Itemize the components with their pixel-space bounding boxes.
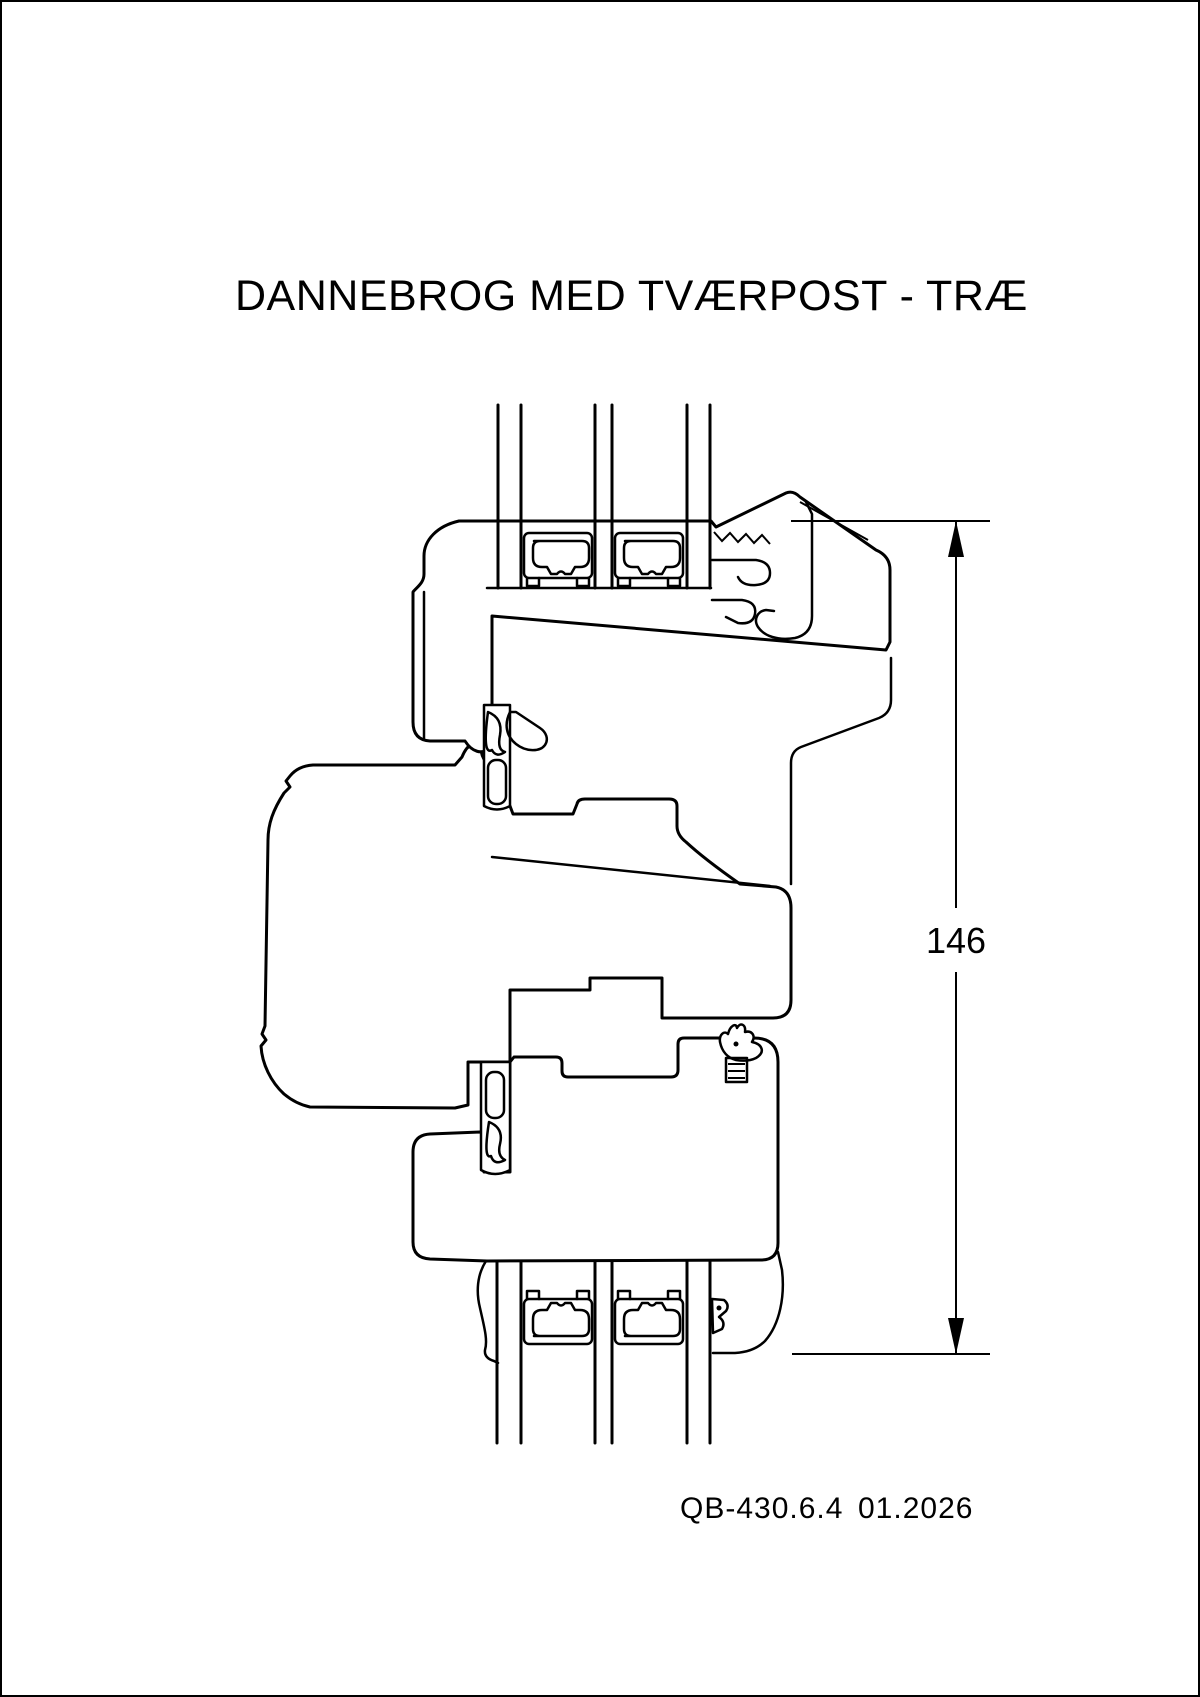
dimension-arrow-down xyxy=(948,1318,964,1354)
rain-profile-outer xyxy=(754,500,814,641)
spacer-feet xyxy=(616,1289,682,1301)
doc-number: QB-430.6.4 xyxy=(680,1492,844,1525)
spacer-inner xyxy=(622,1301,682,1338)
upper-gasket-channel xyxy=(482,703,512,811)
glazing-clip-outline xyxy=(710,1297,729,1335)
glazing-spacer xyxy=(522,531,594,588)
spacer-feet xyxy=(525,576,591,588)
lower-sash-outline xyxy=(411,1036,780,1263)
lower-gasket-leaf xyxy=(485,1120,507,1164)
glazing-spacer xyxy=(522,1289,594,1346)
upper-gasket-bulb xyxy=(486,758,508,806)
t-gasket-head xyxy=(718,1023,764,1062)
upper-gasket-leaf xyxy=(484,710,507,756)
drawing-footer: QB-430.6.4 01.2026 xyxy=(680,1492,972,1526)
lower-gasket xyxy=(479,1060,512,1176)
spacer-inner xyxy=(531,539,591,576)
lower-gasket-bulb xyxy=(484,1070,506,1120)
transom-slope-line xyxy=(490,855,772,888)
lower-glazing xyxy=(495,1259,729,1445)
glazing-spacer xyxy=(613,1289,685,1346)
upper-glazing xyxy=(496,403,712,590)
aluminum-rain-profile xyxy=(710,500,869,641)
upper-gasket xyxy=(482,703,549,811)
glazing-clip-dot xyxy=(716,1305,722,1311)
lower-bead-tail xyxy=(476,1259,500,1365)
doc-date: 01.2026 xyxy=(858,1492,974,1525)
lower-glass-panes xyxy=(495,1259,712,1445)
glazing-clip xyxy=(710,1297,729,1335)
transom xyxy=(259,656,893,1110)
spacer-inner xyxy=(622,539,682,576)
dimension-arrow-up xyxy=(948,521,964,557)
upper-glass-panes xyxy=(496,403,712,590)
t-gasket-dot xyxy=(733,1041,739,1047)
spacer-feet xyxy=(525,1289,591,1301)
dimension-label: 146 xyxy=(926,920,986,961)
glazing-spacer xyxy=(613,531,685,588)
rain-profile-hook-lower xyxy=(710,598,757,625)
lower-frame-edge xyxy=(711,1250,785,1355)
glazing-seal-zigzag xyxy=(713,531,771,545)
dimension: 146 xyxy=(791,520,990,1355)
upper-gasket-flange xyxy=(505,710,549,752)
t-gasket-hatch xyxy=(728,1063,745,1079)
lower-sash xyxy=(411,1036,785,1365)
transom-right-band xyxy=(789,656,893,886)
spacer-feet xyxy=(616,576,682,588)
t-gasket-foot xyxy=(724,1056,749,1084)
page-title: DANNEBROG MED TVÆRPOST - TRÆ xyxy=(235,272,1028,320)
spacer-inner xyxy=(531,1301,591,1338)
t-gasket xyxy=(718,1023,764,1084)
rain-profile-hook-upper xyxy=(710,558,772,587)
